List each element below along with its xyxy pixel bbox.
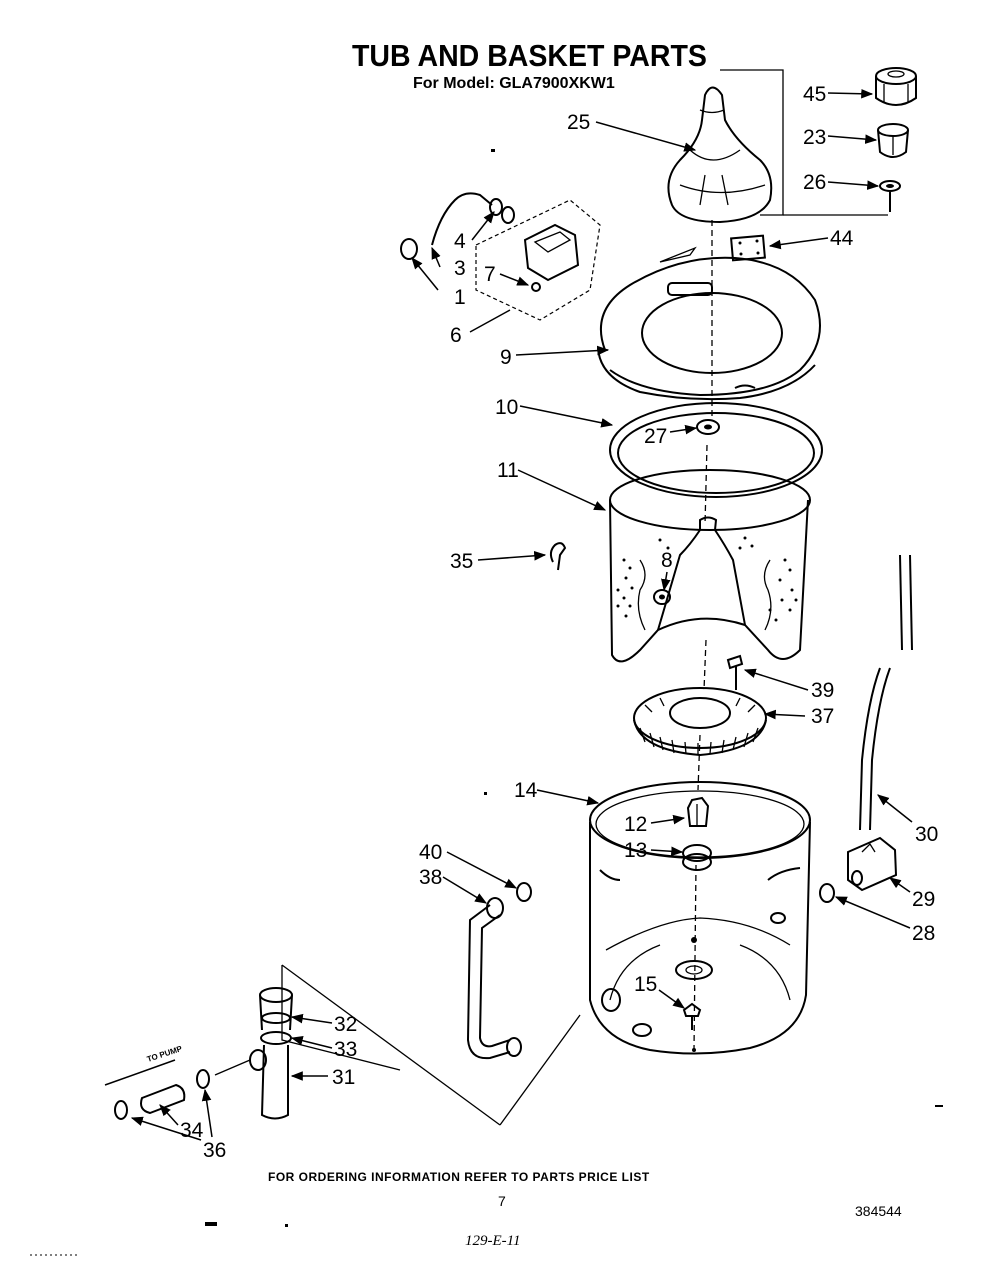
label-13: 13 [624,839,647,862]
label-11: 11 [497,459,519,482]
label-8: 8 [661,549,673,572]
screw-part-15 [682,1002,702,1030]
label-6: 6 [450,324,462,347]
outer-tub-part-14 [589,781,811,1055]
page-number: 7 [498,1193,506,1209]
label-14: 14 [514,779,538,802]
label-25: 25 [567,111,590,134]
handwritten-code: 129-E-11 [465,1233,521,1249]
label-44: 44 [830,227,854,250]
part-labels: 45 23 26 25 44 4 3 7 1 6 9 10 27 11 8 35… [180,83,938,1162]
drive-hub-part-37 [633,687,767,757]
tub-ring-part-9 [597,246,821,401]
label-33: 33 [334,1038,357,1061]
document-number: 384544 [855,1203,902,1219]
nut-part-27 [696,419,720,435]
label-15: 15 [634,973,657,996]
clamp-part-32 [261,1012,291,1024]
seal-part-12 [686,796,710,827]
label-38: 38 [419,866,442,889]
label-29: 29 [912,888,935,911]
gasket-part-10 [609,402,823,498]
hose-valve-subassembly [400,192,601,321]
diagram-title: TUB AND BASKET PARTS [352,38,707,73]
label-4: 4 [454,230,466,253]
leader-lines [130,88,913,1141]
label-39: 39 [811,679,834,702]
label-28: 28 [912,922,935,945]
label-26: 26 [803,171,826,194]
label-36: 36 [203,1139,226,1162]
label-12: 12 [624,813,647,836]
to-pump-arrow: TO PUMP [104,1044,184,1086]
pump-connector-subassembly [281,964,581,1126]
label-40: 40 [419,841,442,864]
label-9: 9 [500,346,512,369]
drain-hose-part-38 [466,897,522,1060]
agitator-cam-part-23 [877,123,909,158]
drain-tube-part-31 [214,987,293,1120]
label-34: 34 [180,1119,204,1142]
model-line: For Model: GLA7900XKW1 [413,75,615,92]
connector-part-34 [140,1083,186,1115]
basket-part-11 [609,469,811,663]
label-31: 31 [332,1066,355,1089]
ordering-info-note: FOR ORDERING INFORMATION REFER TO PARTS … [268,1170,650,1184]
clamp-part-40 [516,882,532,902]
label-30: 30 [915,823,938,846]
agitator-cap-part-45 [875,67,917,106]
label-27: 27 [644,425,667,448]
label-1: 1 [454,286,466,309]
assembly-axis [693,220,713,1051]
clip-part-35 [549,542,567,571]
label-3: 3 [454,257,466,280]
scan-marks [30,149,943,1256]
agitator-top-part-25 [667,86,773,224]
label-35: 35 [450,550,473,573]
subassembly-bracket [720,69,784,216]
washer-part-26 [879,180,901,212]
clamps-part-36 [114,1069,210,1120]
grommet-part-28 [819,870,863,903]
plate-part-44 [730,234,766,262]
label-10: 10 [495,396,518,419]
gasket-part-33 [260,1031,292,1045]
label-23: 23 [803,126,826,149]
label-32: 32 [334,1013,357,1036]
label-37: 37 [811,705,834,728]
label-7: 7 [484,263,496,286]
label-45: 45 [803,83,826,106]
air-dome-part-29 [847,836,898,892]
bolt-part-39 [726,654,744,690]
to-pump-label: TO PUMP [146,1044,184,1064]
pressure-hose-part-30 [859,554,913,831]
